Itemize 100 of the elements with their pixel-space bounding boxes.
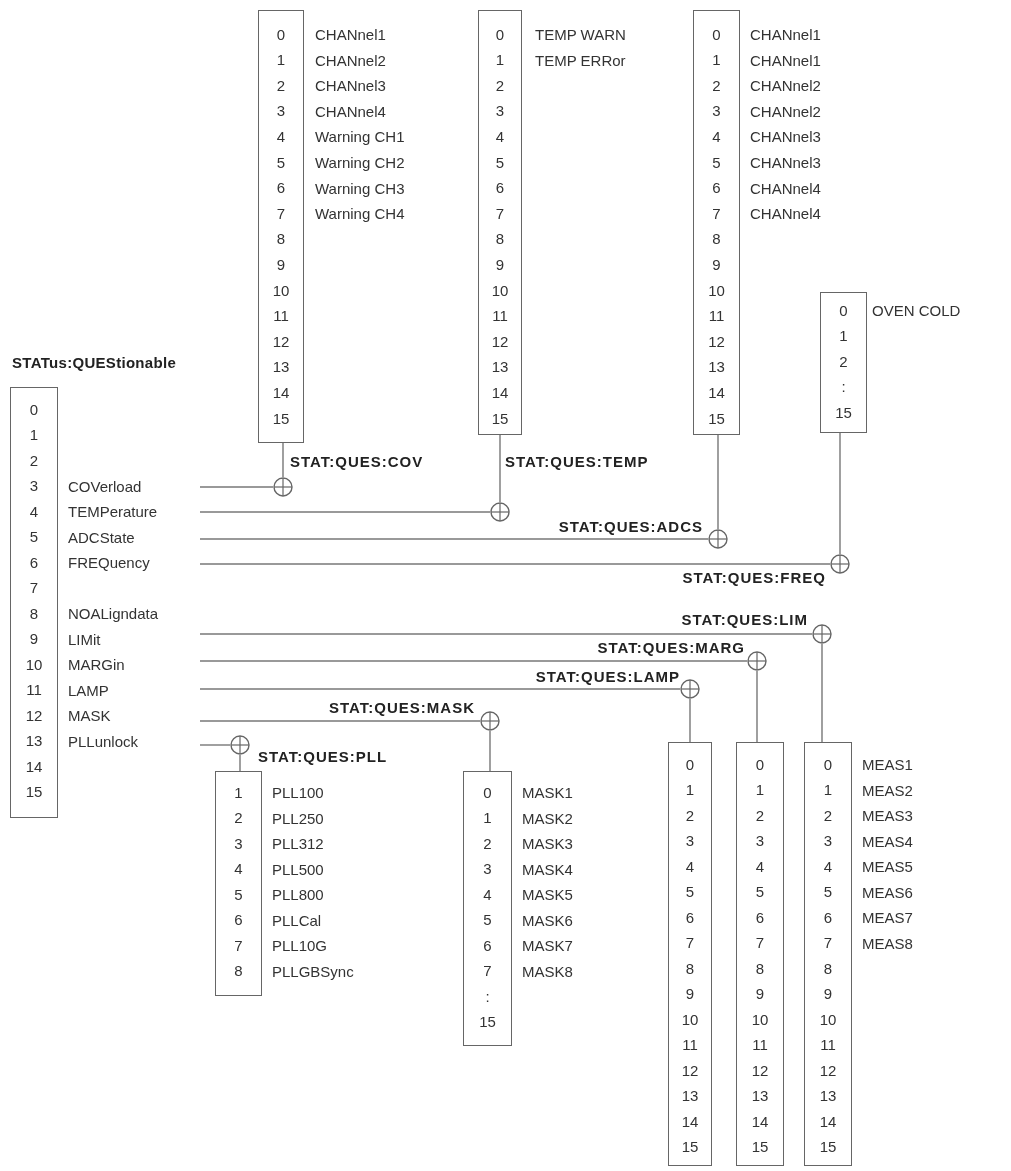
bit-number: 2 bbox=[276, 76, 286, 95]
bit-number: 15 bbox=[835, 403, 852, 422]
bit-name: CHANnel4 bbox=[750, 205, 821, 224]
bit-name: MEAS8 bbox=[862, 934, 913, 953]
bit-number: 12 bbox=[708, 332, 725, 351]
bit-name: ADCState bbox=[68, 528, 135, 547]
bit-name: TEMPerature bbox=[68, 503, 158, 521]
bit-number: 3 bbox=[495, 102, 505, 121]
bit-number: 11 bbox=[26, 681, 42, 699]
bit-name: CHANnel4 bbox=[315, 102, 386, 121]
connector-line bbox=[489, 730, 491, 772]
bit-number: 11 bbox=[273, 307, 289, 326]
bit-name: MASK3 bbox=[522, 835, 573, 853]
bit-number: 4 bbox=[495, 127, 505, 146]
bit-name: PLL312 bbox=[272, 835, 324, 853]
bit-number: 5 bbox=[234, 885, 243, 904]
bit-name: PLL100 bbox=[272, 784, 324, 802]
bit-name: MASK5 bbox=[522, 886, 573, 904]
bit-number: 6 bbox=[483, 936, 492, 955]
bit-number: 1 bbox=[276, 51, 286, 70]
bit-name: Warning CH1 bbox=[315, 128, 405, 147]
connector-line bbox=[199, 538, 709, 540]
bit-number: 6 bbox=[712, 179, 721, 198]
bit-number: 0 bbox=[712, 25, 721, 44]
bit-name: MEAS6 bbox=[862, 883, 913, 902]
bit-number: 8 bbox=[755, 959, 765, 978]
bit-name: CHANnel2 bbox=[750, 102, 821, 121]
bit-number: 7 bbox=[29, 579, 39, 597]
bit-number: 15 bbox=[272, 409, 290, 428]
bit-name: MEAS1 bbox=[862, 756, 913, 774]
bit-name: MASK2 bbox=[522, 809, 573, 828]
bit-number: 6 bbox=[755, 908, 765, 927]
bit-number: 12 bbox=[272, 332, 290, 351]
bit-number: 4 bbox=[234, 860, 243, 878]
bit-number: 5 bbox=[495, 153, 505, 172]
connector-line bbox=[199, 744, 231, 746]
bit-name: PLLGBSync bbox=[272, 962, 354, 981]
bit-name: MASK bbox=[68, 707, 111, 725]
bit-number: 1 bbox=[495, 51, 505, 70]
bit-number: 1 bbox=[823, 781, 833, 799]
bit-number: 2 bbox=[29, 451, 39, 470]
bit-name: PLL10G bbox=[272, 937, 328, 955]
bit-number: 7 bbox=[495, 204, 505, 223]
bit-number: 7 bbox=[712, 204, 721, 223]
bit-number: 7 bbox=[276, 204, 286, 223]
bit-number: 0 bbox=[29, 400, 39, 419]
bit-number: 15 bbox=[751, 1138, 769, 1156]
bit-name: Warning CH3 bbox=[315, 179, 405, 198]
bit-number: 12 bbox=[25, 706, 43, 725]
connector-line bbox=[499, 434, 501, 503]
connector-line bbox=[199, 633, 813, 635]
bit-name: LAMP bbox=[68, 681, 109, 700]
bit-number: 10 bbox=[272, 281, 290, 300]
bit-name: MASK6 bbox=[522, 911, 573, 930]
bit-number: 11 bbox=[682, 1036, 698, 1054]
register-title: STATus:QUEStionable bbox=[12, 354, 177, 372]
bit-number: 5 bbox=[276, 153, 286, 172]
bit-number: 2 bbox=[483, 834, 492, 853]
bit-number: 15 bbox=[819, 1138, 837, 1156]
bit-number: 12 bbox=[491, 332, 509, 351]
bit-number: 4 bbox=[755, 857, 765, 876]
bit-number: 1 bbox=[685, 781, 695, 799]
bit-number: 15 bbox=[708, 409, 725, 428]
bit-number: 11 bbox=[752, 1036, 768, 1054]
bit-name: MASK1 bbox=[522, 784, 573, 802]
bit-name: OVEN COLD bbox=[872, 302, 961, 320]
bit-number: 3 bbox=[755, 832, 765, 850]
bit-name: LIMit bbox=[68, 630, 101, 649]
bit-name: MASK7 bbox=[522, 937, 573, 955]
bit-number: 10 bbox=[491, 281, 509, 300]
bit-number: 7 bbox=[483, 962, 492, 980]
bit-number: 9 bbox=[685, 985, 695, 1003]
bit-number: 15 bbox=[479, 1013, 496, 1031]
bit-number: 1 bbox=[755, 781, 765, 799]
bit-number: 7 bbox=[234, 936, 243, 955]
bit-number: 9 bbox=[495, 255, 505, 274]
bit-number: 6 bbox=[276, 179, 286, 198]
connector-line bbox=[717, 434, 719, 530]
bit-number: 6 bbox=[685, 908, 695, 927]
bit-name: MEAS2 bbox=[862, 781, 913, 800]
bit-number: 3 bbox=[483, 860, 492, 878]
bit-number: 13 bbox=[491, 358, 509, 377]
bit-name: CHANnel4 bbox=[750, 179, 821, 198]
bit-number: 0 bbox=[839, 301, 848, 320]
bit-number: 4 bbox=[823, 857, 833, 876]
bit-number: 5 bbox=[483, 911, 492, 929]
bit-number: 14 bbox=[708, 383, 725, 402]
bit-number: 4 bbox=[483, 885, 492, 904]
bit-number: 4 bbox=[29, 502, 39, 521]
bit-number: 4 bbox=[685, 857, 695, 876]
bit-number: 3 bbox=[712, 102, 721, 121]
bit-name: MASK8 bbox=[522, 962, 573, 981]
bit-number: 4 bbox=[712, 127, 721, 146]
bit-number: 8 bbox=[276, 230, 286, 249]
bit-number: 6 bbox=[823, 908, 833, 927]
bit-number: 13 bbox=[272, 358, 290, 377]
bit-name: PLLCal bbox=[272, 911, 322, 930]
bit-number: 7 bbox=[685, 934, 695, 952]
bit-number: 8 bbox=[495, 230, 505, 249]
bit-name: FREQuency bbox=[68, 554, 150, 572]
